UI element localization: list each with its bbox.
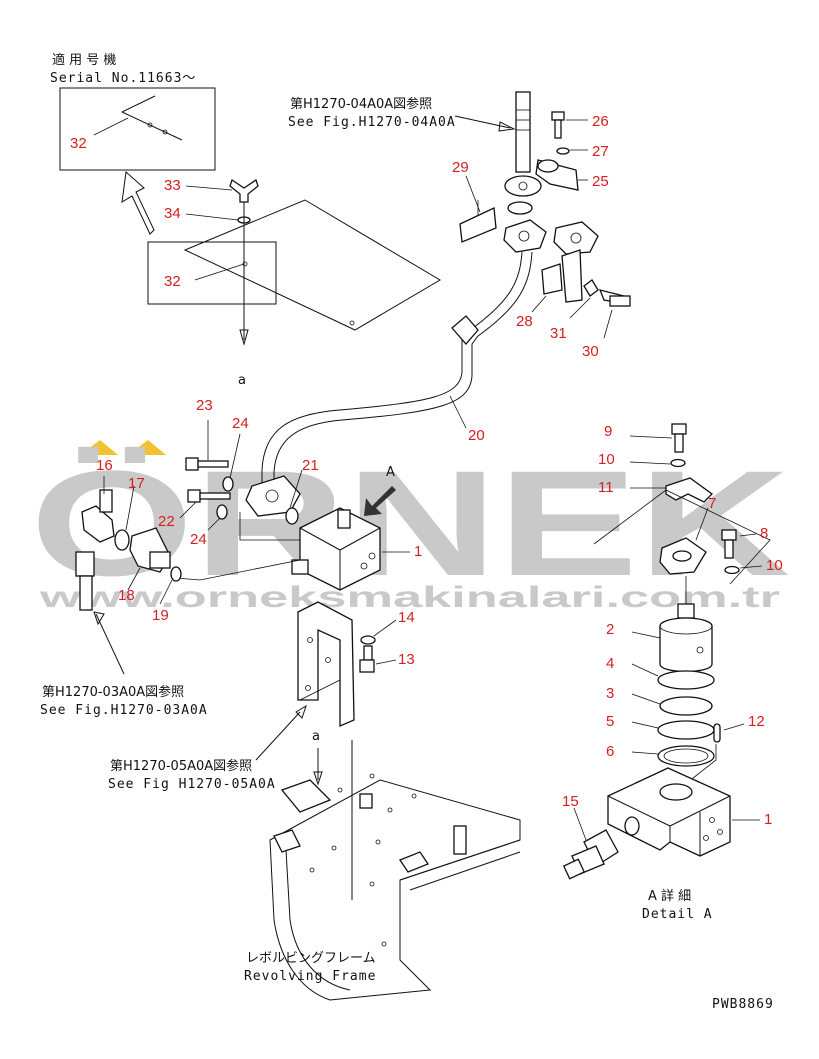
- left-hose: [75, 551, 125, 675]
- callout-17: 17: [128, 475, 145, 492]
- callout-34: 34: [164, 205, 181, 222]
- watermark-url: www.orneksmakinalari.com.tr: [38, 581, 780, 614]
- washer-10-upper: [670, 458, 686, 468]
- ring-5: [657, 720, 715, 740]
- hose-20: [261, 251, 523, 488]
- view-letter-a: A: [386, 465, 395, 480]
- view-mark-a-top: a: [238, 373, 246, 388]
- callout-4: 4: [606, 655, 614, 672]
- callout-32-inset: 32: [70, 135, 87, 152]
- bolt-8: [721, 529, 737, 559]
- callout-24-upper: 24: [232, 415, 249, 432]
- cylinder-2: [659, 603, 713, 673]
- callout-19: 19: [152, 607, 169, 624]
- ref-04-en: See Fig.H1270-04A0A: [288, 115, 456, 130]
- callout-28: 28: [516, 313, 533, 330]
- frame-label-jp: レボルビングフレーム: [246, 951, 376, 966]
- bolt-26: [551, 111, 570, 155]
- callout-16: 16: [96, 457, 113, 474]
- watermark-accent-right: [128, 440, 166, 455]
- ref-04-jp: 第H1270-04A0A図参照: [290, 96, 432, 112]
- callout-30: 30: [582, 343, 599, 360]
- callout-2: 2: [606, 621, 614, 638]
- watermark-accent-left: [80, 440, 118, 455]
- callout-27: 27: [592, 143, 609, 160]
- hollow-arrow-icon: [121, 171, 155, 235]
- frame-label-en: Revolving Frame: [244, 969, 376, 984]
- adapter-18: [129, 527, 171, 573]
- callout-29: 29: [452, 159, 469, 176]
- callout-1-detail: 1: [764, 811, 772, 828]
- callout-25: 25: [592, 173, 609, 190]
- valve-block-detail: [607, 767, 731, 857]
- bolt-9: [671, 423, 687, 453]
- floor-plate: [183, 199, 441, 331]
- mount-bracket: [297, 601, 355, 727]
- inset-plate: [93, 95, 183, 141]
- callout-21: 21: [302, 457, 319, 474]
- valve-block-1: [291, 507, 381, 591]
- detail-label-jp: A 詳 細: [648, 888, 691, 904]
- callout-12: 12: [748, 713, 765, 730]
- callout-31: 31: [550, 325, 567, 342]
- bolt-13: [359, 635, 376, 673]
- wing-bolt: [229, 178, 259, 346]
- bolt-23: [185, 457, 234, 492]
- cartridge-15: [562, 829, 619, 880]
- callout-10-upper: 10: [598, 451, 615, 468]
- callout-20: 20: [468, 427, 485, 444]
- bolt-22: [187, 489, 231, 520]
- callout-1-main: 1: [414, 543, 422, 560]
- flange-blocks: [503, 219, 599, 303]
- elbow-16: [81, 489, 115, 543]
- drawing-code: PWB8869: [712, 997, 774, 1012]
- ref-03-jp: 第H1270-03A0A図参照: [42, 684, 184, 700]
- callout-24-lower: 24: [190, 531, 207, 548]
- callout-7: 7: [708, 495, 716, 512]
- plate-box: [147, 241, 277, 305]
- ref-05-en: See Fig H1270-05A0A: [108, 777, 276, 792]
- watermark-brand: ÖRNEK: [30, 439, 790, 607]
- callout-26: 26: [592, 113, 609, 130]
- callout-8: 8: [760, 525, 768, 542]
- ring-4: [657, 670, 715, 690]
- upper-hose: [504, 91, 542, 197]
- ref-03-en: See Fig.H1270-03A0A: [40, 703, 208, 718]
- revolving-frame: [269, 740, 521, 1001]
- callout-11: 11: [598, 479, 614, 496]
- oring-upper: [507, 201, 533, 215]
- oring-19: [170, 566, 182, 582]
- clamp-11: [665, 477, 713, 503]
- serial-inset-box: [59, 87, 216, 171]
- callout-14: 14: [398, 609, 415, 626]
- ref-05-jp: 第H1270-05A0A図参照: [110, 758, 252, 774]
- watermark: ÖRNEK www.orneksmakinalari.com.tr: [30, 439, 790, 614]
- callout-32: 32: [164, 273, 181, 290]
- callout-33: 33: [164, 177, 181, 194]
- callout-6: 6: [606, 743, 614, 760]
- callout-9: 9: [604, 423, 612, 440]
- serial-note-en: Serial No.11663～: [50, 71, 196, 86]
- serial-note-jp: 適 用 号 機: [52, 52, 116, 68]
- view-arrow-icon: [364, 486, 396, 516]
- washer-10-lower: [724, 565, 740, 575]
- callout-15: 15: [562, 793, 579, 810]
- bolt-30: [583, 279, 631, 307]
- callout-23: 23: [196, 397, 213, 414]
- callout-10-lower: 10: [766, 557, 783, 574]
- oring-17: [114, 529, 130, 551]
- clamp-29: [459, 207, 497, 243]
- view-mark-a-lower: a: [312, 729, 320, 744]
- ring-3: [659, 696, 713, 716]
- pin-12: [713, 723, 721, 743]
- callout-13: 13: [398, 651, 415, 668]
- callout-3: 3: [606, 685, 614, 702]
- detail-label-en: Detail A: [642, 907, 713, 922]
- callout-5: 5: [606, 713, 614, 730]
- callout-18: 18: [118, 587, 135, 604]
- callout-22: 22: [158, 513, 175, 530]
